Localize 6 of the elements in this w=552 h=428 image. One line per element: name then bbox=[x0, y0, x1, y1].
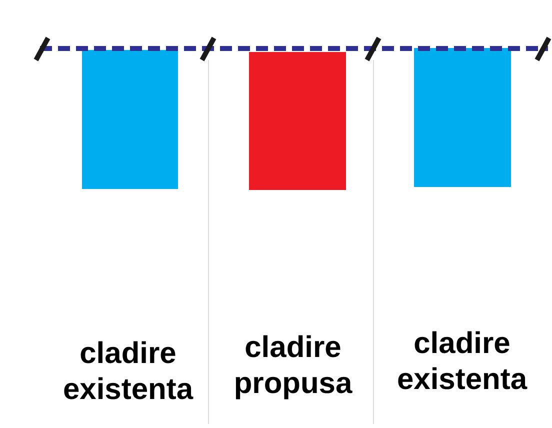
building-label: cladire existenta bbox=[62, 336, 194, 408]
building-block bbox=[82, 50, 178, 189]
building-block bbox=[249, 52, 346, 190]
building-block bbox=[414, 48, 511, 187]
building-label: cladire propusa bbox=[232, 330, 354, 402]
building-label: cladire existenta bbox=[396, 326, 528, 398]
